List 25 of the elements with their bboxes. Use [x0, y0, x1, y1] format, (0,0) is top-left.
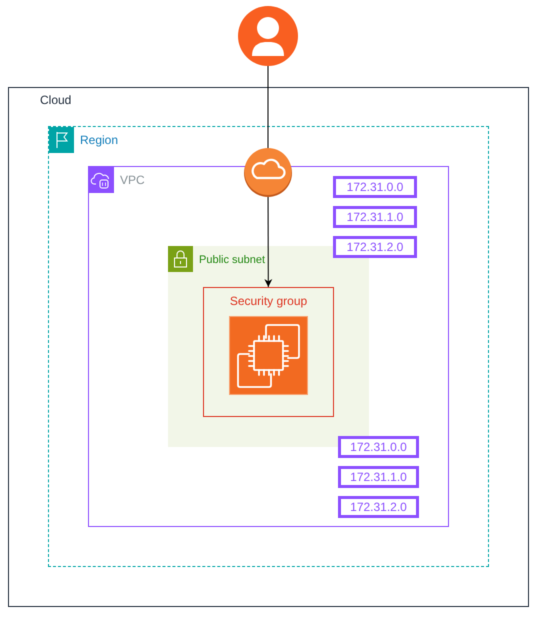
group-title: Region [80, 132, 118, 148]
group-title: Cloud [40, 92, 72, 108]
address-box [333, 176, 417, 198]
group-title: Security group [230, 293, 308, 309]
person-icon [238, 6, 298, 66]
cloud-icon [244, 148, 292, 197]
group-frame [8, 87, 529, 607]
address-box [338, 466, 419, 488]
ip-address: 172.31.0.0 [350, 440, 407, 454]
group-frame [88, 166, 449, 527]
address-box [338, 436, 419, 458]
ip-address: 172.31.1.0 [346, 210, 404, 224]
security-group-frame [203, 287, 334, 417]
ip-address: 172.31.2.0 [346, 240, 404, 254]
ip-address: 172.31.0.0 [346, 180, 404, 194]
address-box [333, 236, 417, 258]
ip-address: 172.31.1.0 [350, 470, 407, 484]
address-box [338, 496, 419, 518]
ip-address: 172.31.2.0 [350, 500, 407, 514]
group-title: Public subnet [199, 253, 266, 267]
group-title: VPC [120, 172, 145, 188]
address-box [333, 206, 417, 228]
dashed-group-frame [48, 126, 489, 567]
chip-icon [229, 316, 308, 395]
arrow [264, 196, 272, 288]
